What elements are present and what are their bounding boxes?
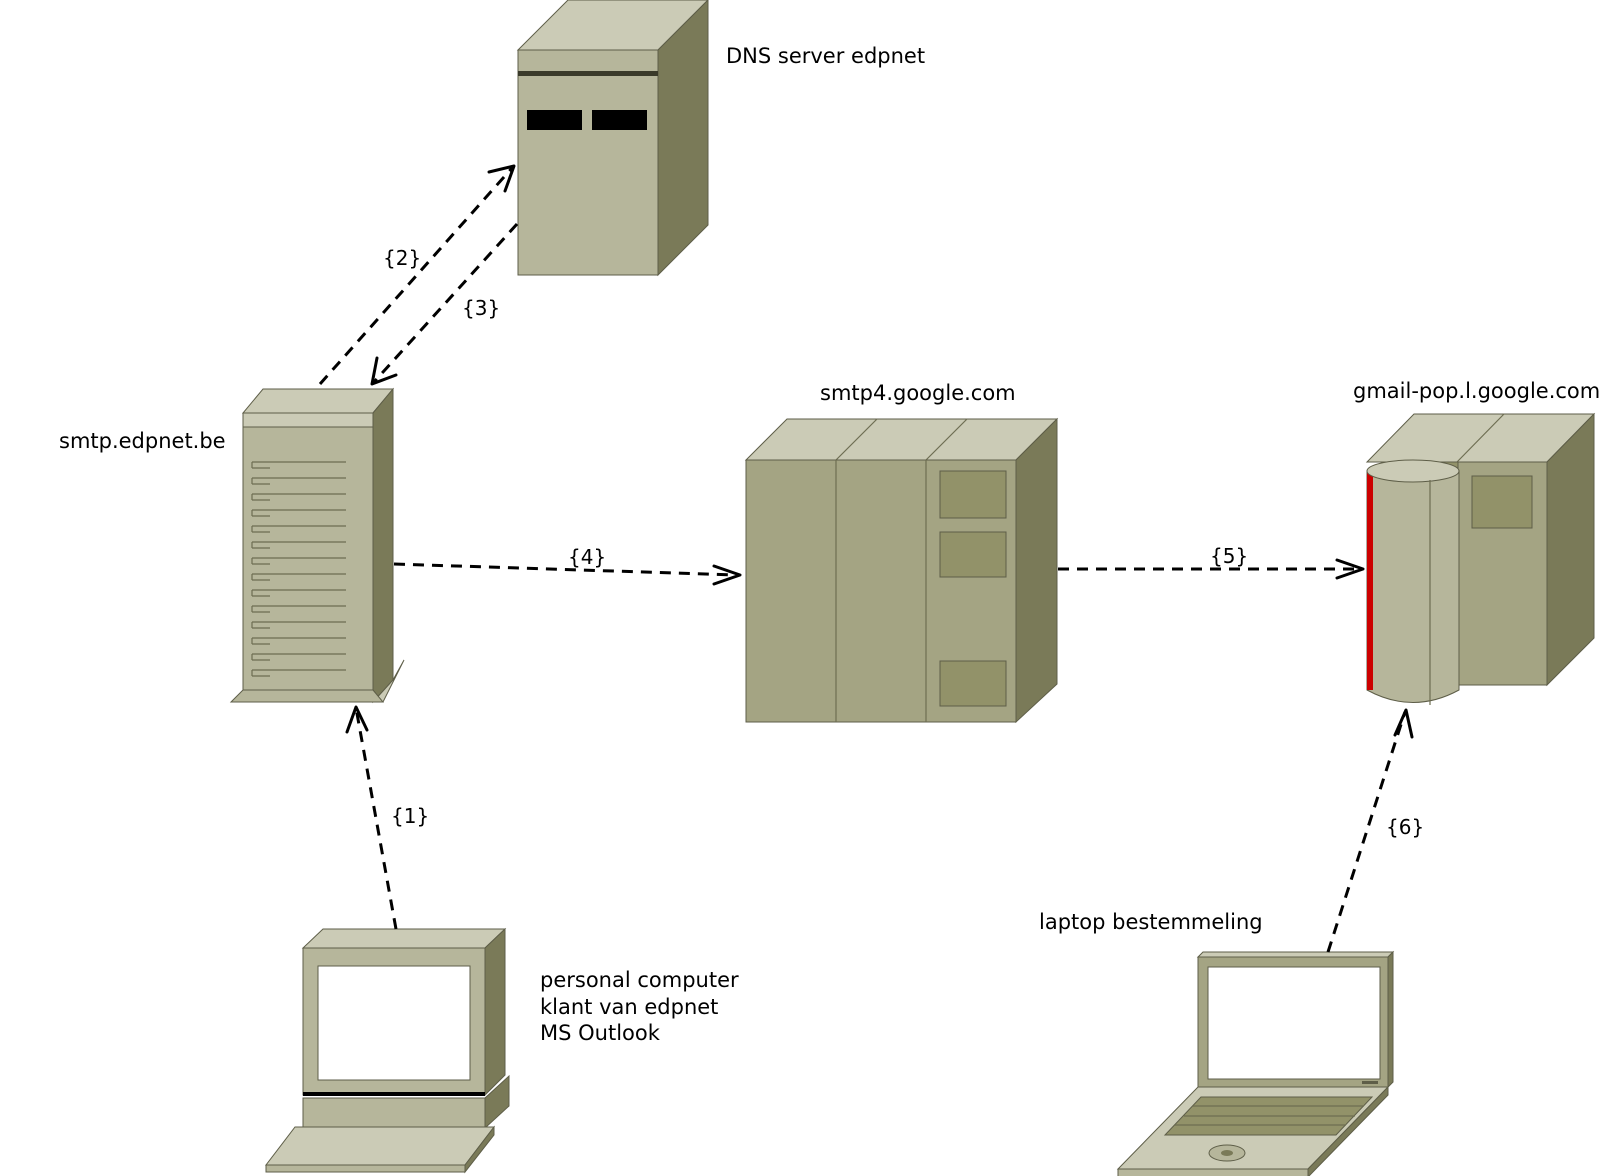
personal-computer-icon — [264, 927, 510, 1174]
dns-server-label: DNS server edpnet — [726, 44, 925, 68]
pc-label-line-1: personal computer — [540, 968, 739, 992]
edge-1-label: {1} — [391, 804, 429, 828]
smtp-google-label: smtp4.google.com — [820, 381, 1016, 405]
edge-6-arrow — [1326, 708, 1414, 953]
gmail-pop-label: gmail-pop.l.google.com — [1353, 379, 1599, 403]
smtp-edpnet-label: smtp.edpnet.be — [59, 429, 226, 453]
edge-6-label: {6} — [1386, 815, 1424, 839]
edge-5-arrow — [1058, 558, 1365, 580]
edge-2-arrow — [318, 164, 516, 385]
edge-2-label: {2} — [383, 246, 421, 270]
edge-4-arrow — [393, 562, 742, 586]
pc-label-line-3: MS Outlook — [540, 1021, 661, 1045]
laptop-label: laptop bestemmeling — [1039, 910, 1263, 934]
edge-1-arrow — [345, 705, 398, 930]
edge-3-arrow — [370, 222, 519, 386]
dns-server-icon — [516, 0, 709, 277]
edge-3-label: {3} — [462, 296, 500, 320]
gmail-pop-server-icon — [1365, 412, 1596, 705]
smtp-google-server-icon — [744, 417, 1059, 724]
edge-4-label: {4} — [568, 545, 606, 569]
edge-5-label: {5} — [1210, 544, 1248, 568]
smtp-edpnet-server-icon — [229, 387, 405, 704]
laptop-icon — [1116, 950, 1395, 1176]
pc-label-line-2: klant van edpnet — [540, 995, 718, 1019]
